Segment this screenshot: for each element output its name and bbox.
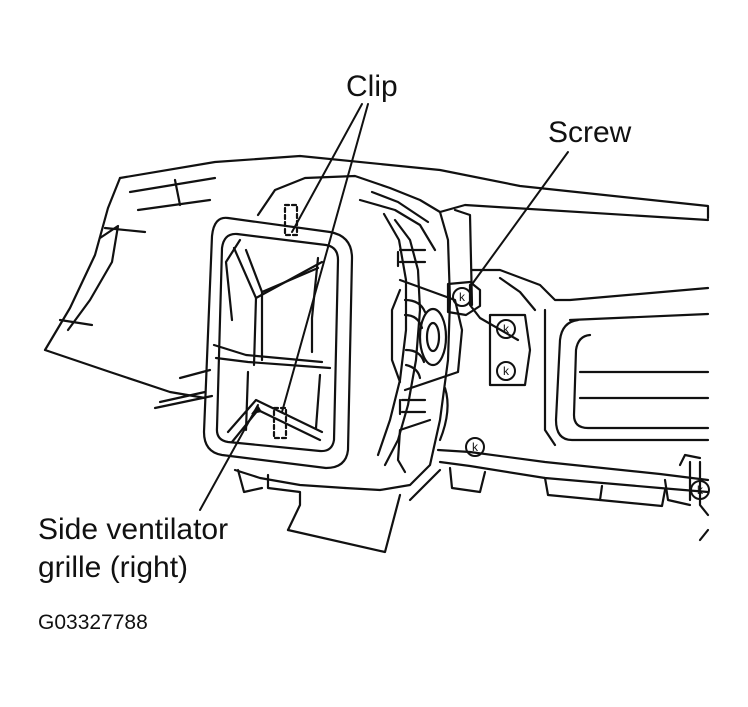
grille-label-line2: grille (right) (38, 551, 189, 584)
screw-mark: k (503, 322, 510, 336)
screw-mark: k (459, 290, 466, 304)
clip-label: Clip (346, 70, 398, 103)
figure-code: G03327788 (38, 611, 148, 634)
screw-leader (469, 151, 569, 288)
blower-assembly (390, 248, 464, 474)
screw-label: Screw (548, 116, 632, 149)
screw-mark: k (472, 440, 479, 454)
screw-mark: k (503, 364, 510, 378)
grille-label: Side ventilator grille (right) (38, 511, 298, 587)
clip-leader-lower (281, 103, 369, 413)
screw-mark: k (697, 483, 704, 497)
dash-main-body (408, 203, 710, 542)
side-ventilator-grille (202, 216, 354, 470)
grille-leader (199, 404, 259, 511)
screws (452, 287, 710, 500)
screw-marks: k k k k k (459, 290, 704, 497)
grille-leader-arrowhead (251, 405, 262, 414)
grille-label-line1: Side ventilator (38, 513, 229, 546)
leader-lines (199, 103, 569, 511)
dash-left-panel (43, 154, 710, 410)
clip-leader-upper (291, 103, 363, 233)
